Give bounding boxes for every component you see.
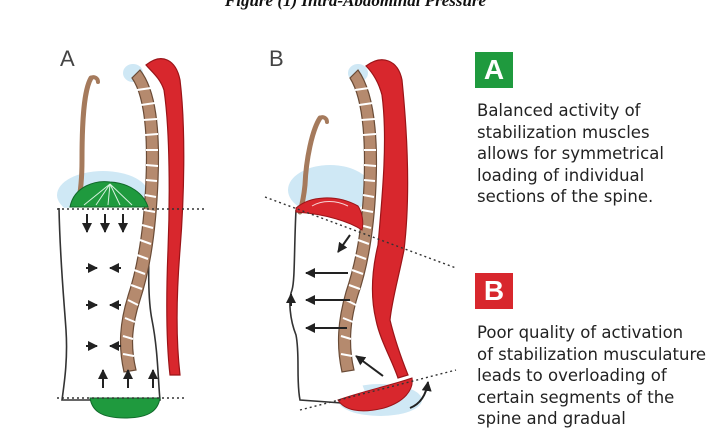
legend-badge-b: B bbox=[475, 273, 513, 309]
legend-badge-a: A bbox=[475, 52, 513, 88]
legend-text-b: Poor quality of activation of stabilizat… bbox=[477, 322, 706, 430]
legend-text-a: Balanced activity of stabilization muscl… bbox=[477, 100, 664, 208]
panel-b-illustration bbox=[265, 60, 456, 416]
panel-a-illustration bbox=[57, 59, 205, 418]
abdominal-cavity bbox=[290, 210, 370, 405]
pelvic-floor bbox=[90, 398, 160, 418]
